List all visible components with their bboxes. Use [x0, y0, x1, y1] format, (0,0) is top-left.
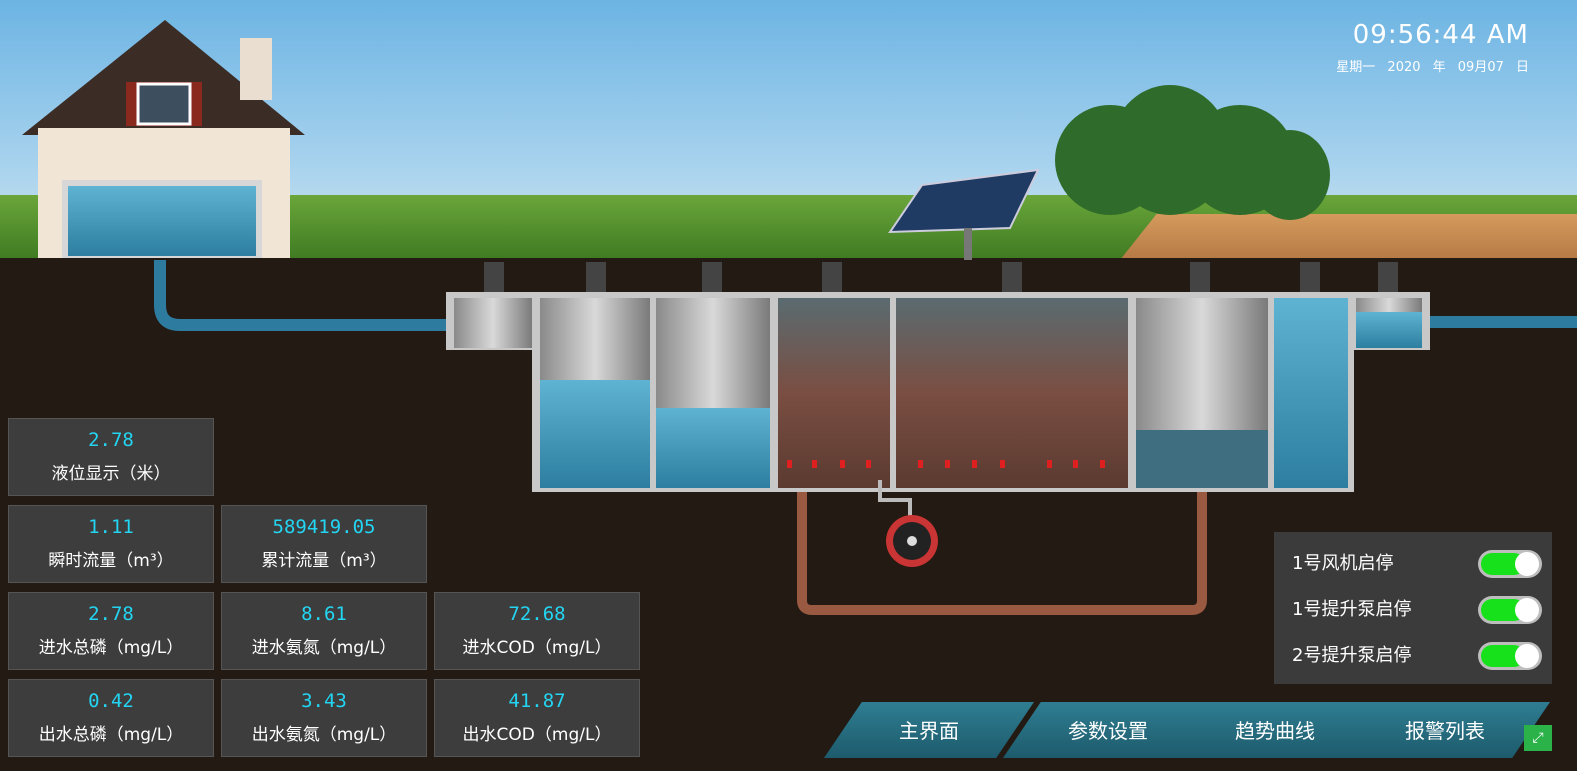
metric-value: 2.78: [88, 603, 134, 625]
metric-card-instant-flow: 1.11 瞬时流量（m³）: [8, 505, 214, 583]
metric-label: 液位显示（米）: [51, 464, 171, 484]
switch-label: 1号风机启停: [1292, 553, 1394, 574]
clock: 09:56:44 AM 星期一 2020 年 09月07 日: [1336, 20, 1529, 75]
nav-main-button[interactable]: 主界面: [824, 702, 1034, 758]
control-switch-panel: 1号风机启停 1号提升泵启停 2号提升泵启停: [1274, 532, 1552, 684]
switch-label: 1号提升泵启停: [1292, 599, 1412, 620]
metric-label: 进水总磷（mg/L）: [38, 638, 184, 658]
metric-label: 进水COD（mg/L）: [462, 638, 612, 658]
nav-trend-button[interactable]: 趋势曲线: [1170, 702, 1380, 758]
trees: [1055, 85, 1330, 220]
metric-value: 1.11: [88, 516, 134, 538]
tanks: [454, 298, 1422, 488]
metric-label: 出水COD（mg/L）: [462, 725, 612, 745]
soil-field: [1120, 214, 1577, 260]
clock-time: 09:56:44 AM: [1352, 20, 1529, 50]
metric-label: 进水氨氮（mg/L）: [251, 638, 397, 658]
metric-value: 8.61: [301, 603, 347, 625]
nav-alarm-button[interactable]: 报警列表: [1340, 702, 1550, 758]
metric-card-out-cod: 41.87 出水COD（mg/L）: [434, 679, 640, 757]
pump1-toggle[interactable]: [1478, 596, 1542, 624]
metric-value: 72.68: [508, 603, 566, 625]
metric-value: 589419.05: [272, 516, 376, 538]
metric-card-in-cod: 72.68 进水COD（mg/L）: [434, 592, 640, 670]
metric-value: 41.87: [508, 690, 566, 712]
metric-card-in-nh3: 8.61 进水氨氮（mg/L）: [221, 592, 427, 670]
switch-label: 2号提升泵启停: [1292, 645, 1412, 666]
blower-fan-icon: [878, 480, 938, 567]
metric-card-in-tp: 2.78 进水总磷（mg/L）: [8, 592, 214, 670]
metric-label: 累计流量（m³）: [261, 551, 387, 571]
switch-row-fan1: 1号风机启停: [1292, 548, 1542, 580]
clock-date: 2020 年 09月07 日: [1387, 60, 1529, 75]
fan1-toggle[interactable]: [1478, 550, 1542, 578]
metric-label: 出水氨氮（mg/L）: [251, 725, 397, 745]
pump2-toggle[interactable]: [1478, 642, 1542, 670]
solar-panel-icon: [888, 168, 1040, 260]
switch-row-pump1: 1号提升泵启停: [1292, 594, 1542, 626]
metric-card-out-tp: 0.42 出水总磷（mg/L）: [8, 679, 214, 757]
metric-value: 2.78: [88, 429, 134, 451]
metric-value: 0.42: [88, 690, 134, 712]
metric-label: 瞬时流量（m³）: [48, 551, 174, 571]
metric-card-out-nh3: 3.43 出水氨氮（mg/L）: [221, 679, 427, 757]
metric-card-total-flow: 589419.05 累计流量（m³）: [221, 505, 427, 583]
clock-weekday: 星期一: [1336, 60, 1376, 75]
metric-card-level: 2.78 液位显示（米）: [8, 418, 214, 496]
house: [22, 20, 305, 258]
metric-label: 出水总磷（mg/L）: [38, 725, 184, 745]
metric-value: 3.43: [301, 690, 347, 712]
switch-row-pump2: 2号提升泵启停: [1292, 640, 1542, 672]
expand-icon[interactable]: ⤢: [1524, 725, 1552, 751]
clock-date-line: 星期一 2020 年 09月07 日: [1336, 56, 1529, 75]
